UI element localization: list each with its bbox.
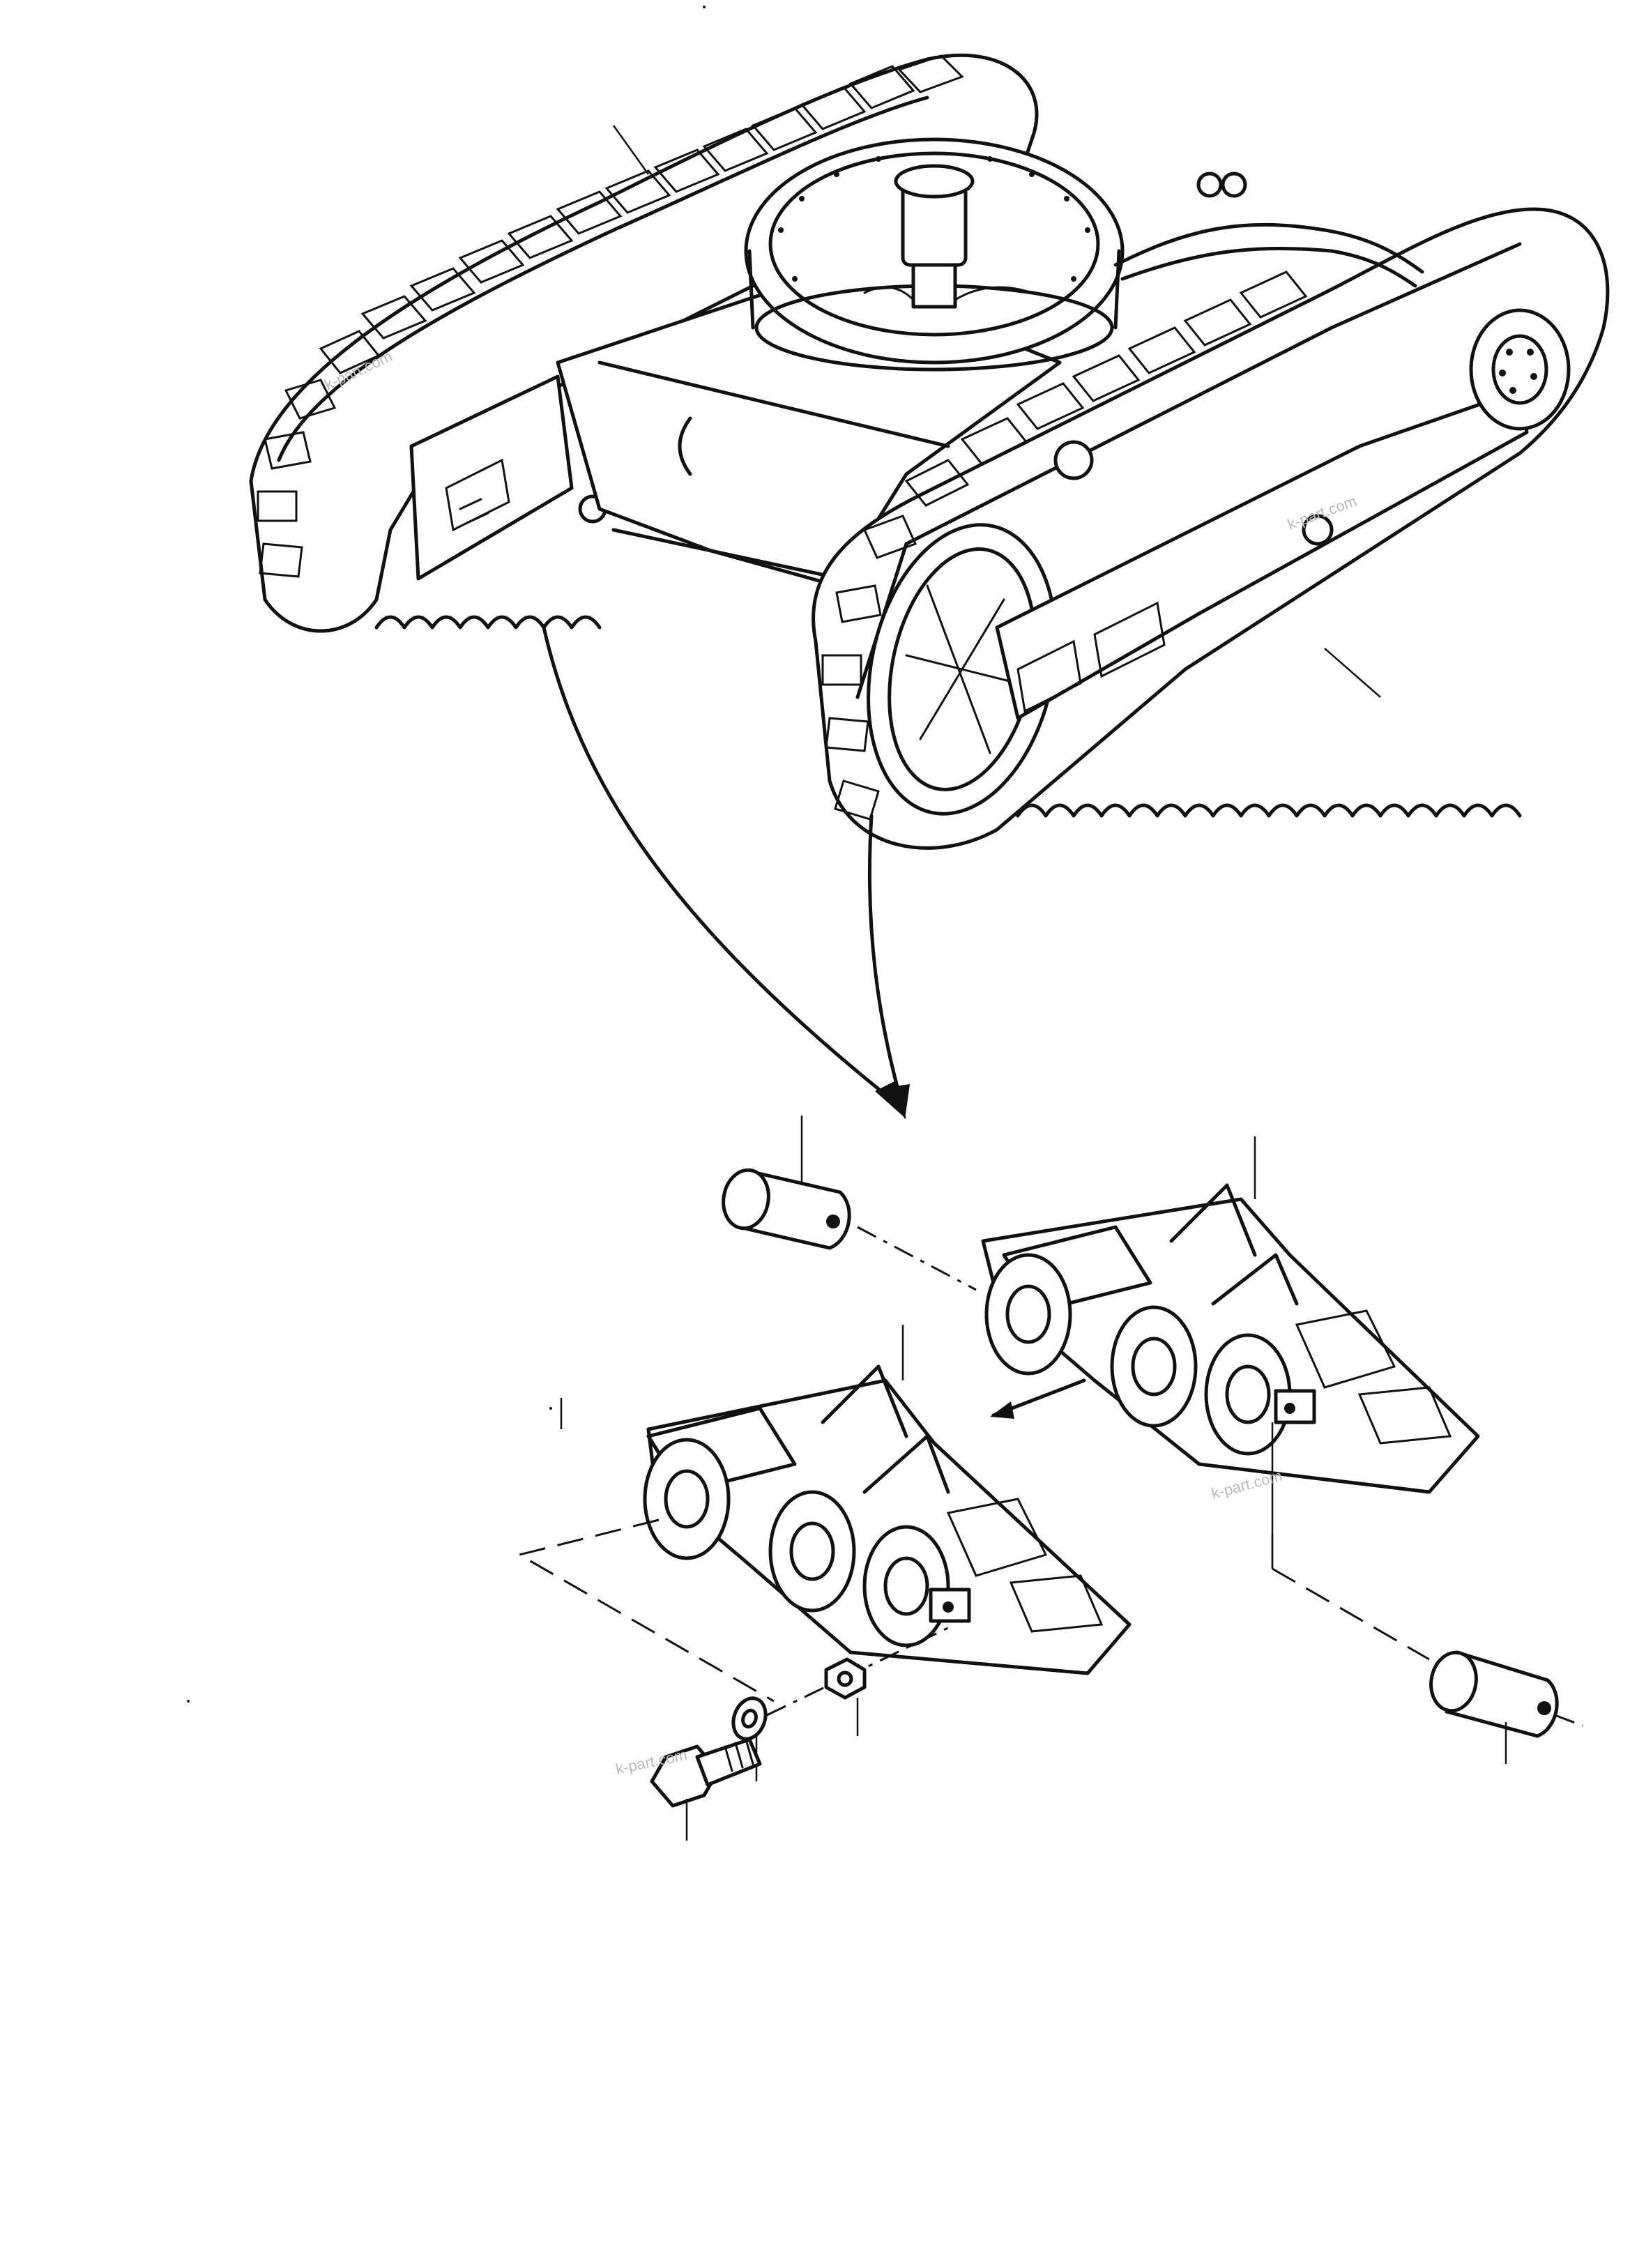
left-track-rollers [374,615,602,630]
track-pin-upper [722,1116,977,1291]
track-link-right [981,1136,1480,1569]
leader-line [1324,648,1381,698]
ring-bolt-holes [778,156,1090,282]
drive-sprocket [1469,308,1571,431]
track-pin-lower [1271,1534,1583,1764]
arrowhead [885,1084,910,1119]
carrier-roller [1053,440,1094,480]
bolt [650,1737,762,1841]
callout-arrow [542,625,888,1097]
undercarriage-assembly [249,53,1610,850]
nut [824,1657,867,1736]
washer [731,1696,768,1781]
right-track-shoes [821,271,1308,821]
swivel-joint [863,164,1033,309]
carrier-roller [1302,514,1334,546]
assembly-line [517,1519,775,1703]
exploded-parts [517,1116,1583,1841]
leader-line [612,125,650,175]
left-track-shoes [257,54,964,578]
right-track [812,172,1610,850]
callout-arrows [542,625,910,1119]
hydraulic-hose [1120,246,1417,288]
right-track-frame [995,388,1529,720]
track-link-left [560,1325,1132,1675]
left-track-frame-end [409,374,574,581]
callout-arrow [867,814,901,1097]
hydraulic-hose [1113,222,1424,274]
right-track-rollers [1016,803,1522,818]
slewing-ring [744,137,1125,372]
